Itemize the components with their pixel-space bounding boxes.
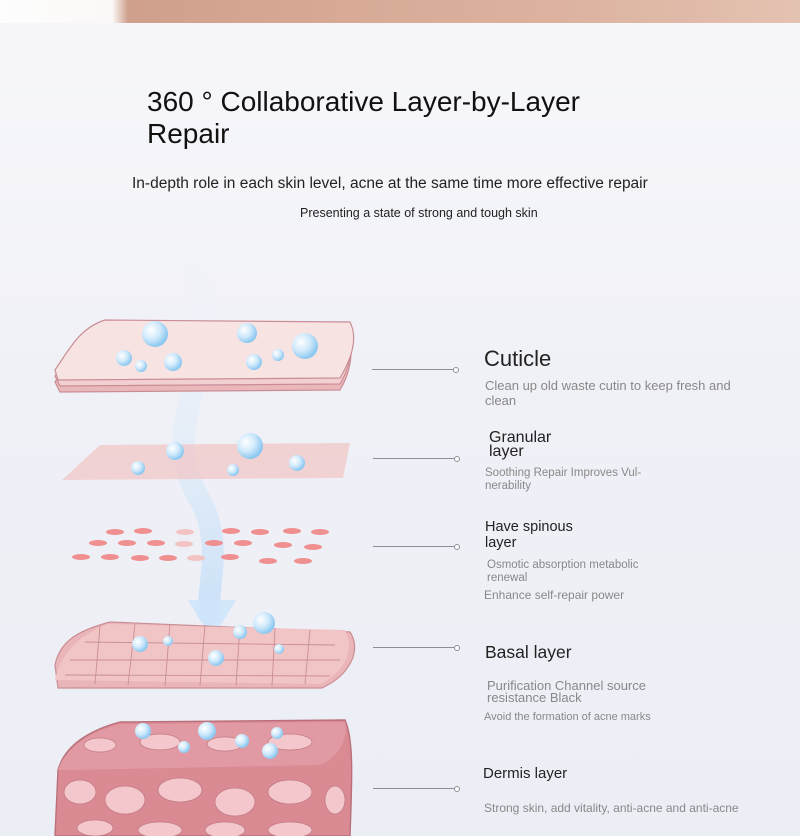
basal-desc-2: Avoid the formation of acne marks <box>484 711 651 723</box>
top-photo-strip <box>0 0 800 23</box>
basal-connector <box>373 647 455 648</box>
cuticle-connector-dot <box>453 367 459 373</box>
page-title: 360 ° Collaborative Layer-by-Layer Repai… <box>147 86 580 149</box>
granular-connector-dot <box>454 456 460 462</box>
granular-desc: Soothing Repair Improves Vul- nerability <box>485 467 642 492</box>
dermis-title: Dermis layer <box>483 765 568 782</box>
cuticle-desc: Clean up old waste cutin to keep fresh a… <box>485 378 731 408</box>
granular-layer-graphic <box>62 433 350 480</box>
cuticle-title: Cuticle <box>484 346 552 371</box>
spinous-desc-1: Osmotic absorption metabolic renewal <box>487 559 639 584</box>
granular-connector <box>373 458 455 459</box>
spinous-desc-2: Enhance self-repair power <box>484 588 625 602</box>
page-subtitle: In-depth role in each skin level, acne a… <box>132 175 648 192</box>
dermis-desc: Strong skin, add vitality, anti-acne and… <box>484 801 739 815</box>
spinous-layer-graphic <box>72 528 329 564</box>
basal-layer-graphic <box>54 612 356 689</box>
skin-layers-illustration <box>54 264 356 836</box>
spinous-title: Have spinous layer <box>485 519 573 551</box>
cuticle-connector <box>372 369 454 370</box>
tagline: Presenting a state of strong and tough s… <box>300 206 538 220</box>
basal-desc-1: Purification Channel source resistance B… <box>487 678 646 705</box>
dermis-connector-dot <box>454 786 460 792</box>
basal-title: Basal layer <box>485 642 572 662</box>
dermis-layer-graphic <box>54 719 353 836</box>
basal-connector-dot <box>454 645 460 651</box>
spinous-connector <box>373 546 455 547</box>
cuticle-layer-graphic <box>54 319 355 393</box>
dermis-connector <box>373 788 455 789</box>
granular-title: Granular layer <box>489 429 552 460</box>
spinous-connector-dot <box>454 544 460 550</box>
